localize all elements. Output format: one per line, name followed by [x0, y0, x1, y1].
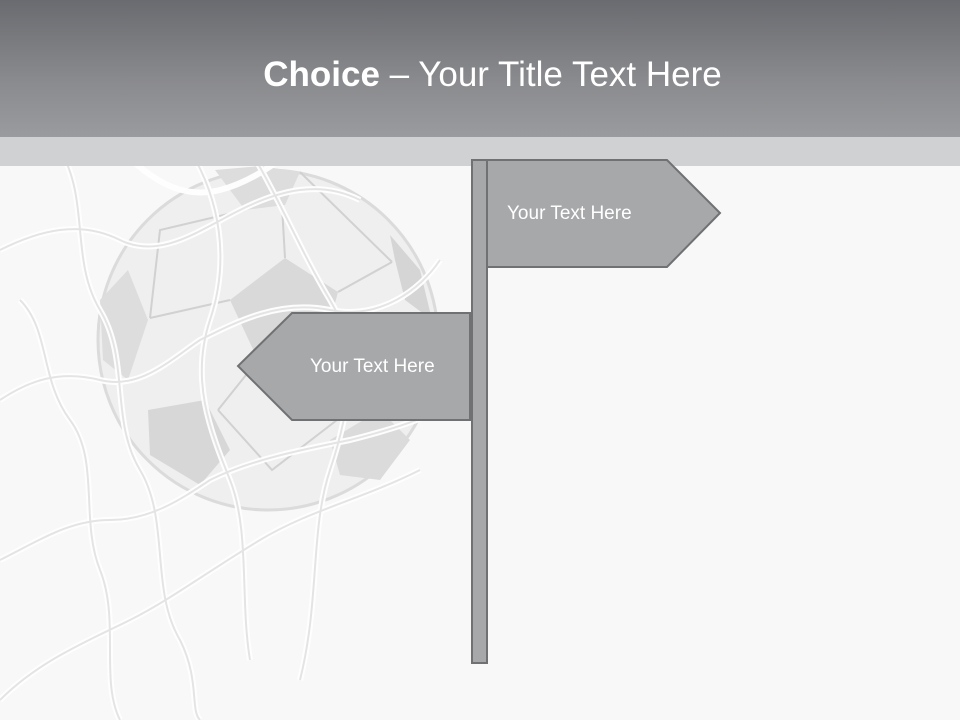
sign-left-label: Your Text Here [310, 356, 435, 377]
slide-title: Choice – Your Title Text Here [0, 50, 960, 100]
sign-right-label: Your Text Here [507, 203, 632, 224]
title-bar [0, 0, 960, 137]
net-thin-icon [0, 149, 441, 720]
sign-left-shape [236, 312, 471, 421]
signpost-pole [471, 159, 488, 664]
sign-right-shape [486, 159, 722, 268]
title-bold: Choice [263, 55, 380, 94]
title-rest: – Your Title Text Here [379, 55, 722, 94]
